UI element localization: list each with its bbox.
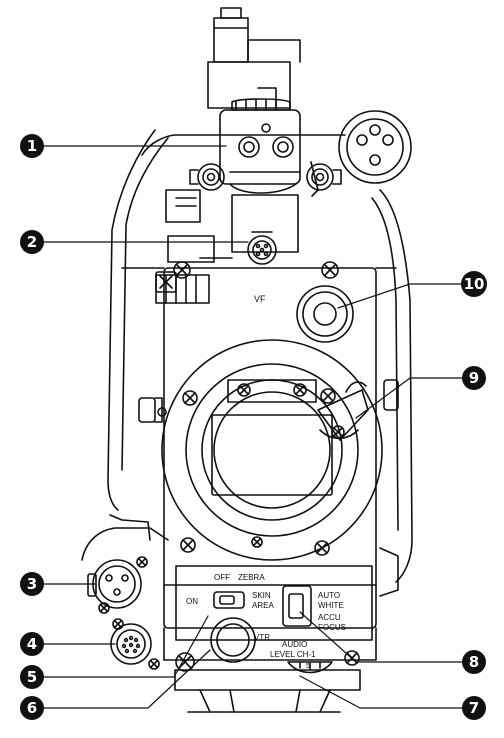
callout-4: 4 xyxy=(20,632,44,656)
svg-text:7: 7 xyxy=(469,699,479,717)
svg-text:3: 3 xyxy=(27,575,37,593)
lower-connectors xyxy=(81,527,169,670)
area-label: AREA xyxy=(252,601,274,610)
switch-panel xyxy=(175,565,373,674)
callout-2: 2 xyxy=(20,230,44,254)
audio-label: AUDIO xyxy=(282,640,307,649)
vf-label: VF xyxy=(254,294,266,304)
callout-9: 9 xyxy=(462,366,486,390)
callouts: 1 2 3 4 5 6 7 8 9 10 xyxy=(20,134,487,720)
white-label: WHITE xyxy=(318,601,344,610)
leader-lines xyxy=(43,145,463,709)
callout-1: 1 xyxy=(20,134,44,158)
svg-text:2: 2 xyxy=(27,233,37,251)
vtr-label: VTR xyxy=(254,633,270,642)
svg-text:9: 9 xyxy=(469,369,479,387)
svg-text:5: 5 xyxy=(27,668,37,686)
svg-text:4: 4 xyxy=(27,635,37,653)
callout-6: 6 xyxy=(20,696,44,720)
level-mark-label: 5 xyxy=(306,663,310,670)
viewfinder-mount xyxy=(189,7,412,197)
svg-text:1: 1 xyxy=(27,137,37,155)
callout-5: 5 xyxy=(20,665,44,689)
callout-7: 7 xyxy=(462,696,486,720)
lens-mount xyxy=(161,339,383,561)
zebra-label: ZEBRA xyxy=(238,573,265,582)
callout-3: 3 xyxy=(20,572,44,596)
callout-10: 10 xyxy=(461,271,487,297)
svg-text:10: 10 xyxy=(464,275,485,293)
panel-labels: VF OFF ZEBRA ON SKIN AREA VTR AUTO WHITE… xyxy=(186,294,346,670)
level-ch1-label: LEVEL CH-1 xyxy=(270,650,316,659)
knob-10 xyxy=(296,285,354,343)
accu-label: ACCU xyxy=(318,613,341,622)
on-label: ON xyxy=(186,597,198,606)
callout-8: 8 xyxy=(462,650,486,674)
auto-label: AUTO xyxy=(318,591,340,600)
skin-label: SKIN xyxy=(252,591,271,600)
svg-text:6: 6 xyxy=(27,699,37,717)
svg-text:8: 8 xyxy=(469,653,479,671)
camera-body xyxy=(107,129,413,713)
off-label: OFF xyxy=(214,573,230,582)
focus-label: FOCUS xyxy=(318,623,346,632)
